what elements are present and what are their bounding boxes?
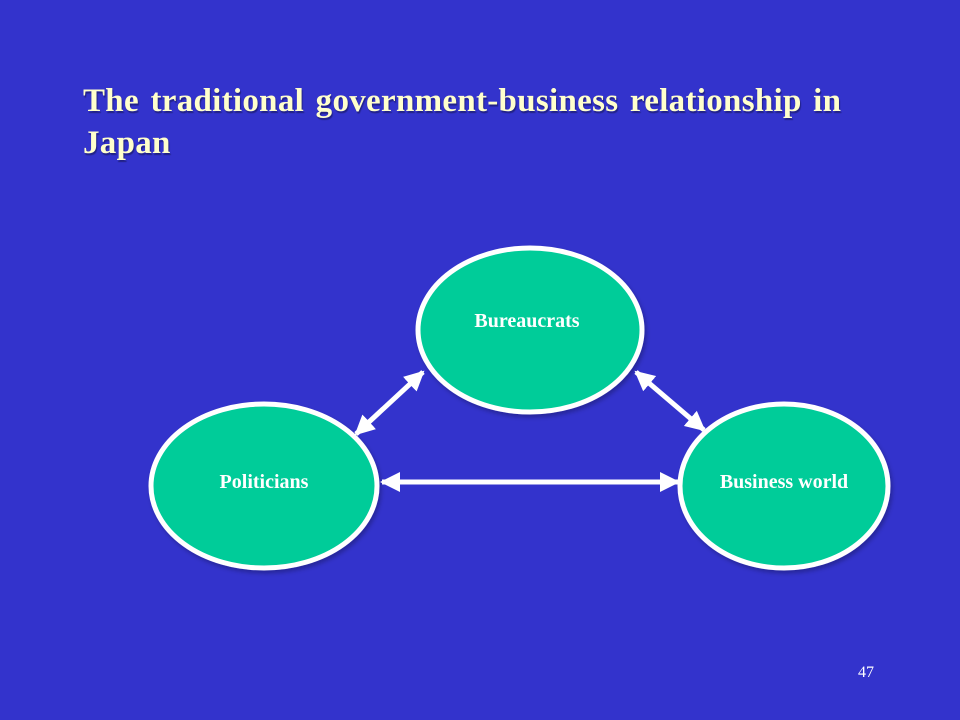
slide-title: The traditional government-business rela… xyxy=(83,83,842,161)
arrow-politicians-bureaucrats xyxy=(354,370,425,436)
node-politicians-shape xyxy=(148,401,380,571)
node-business-world-shape xyxy=(677,401,891,571)
node-politicians-label: Politicians xyxy=(220,471,309,493)
node-bureaucrats-shape xyxy=(415,245,645,415)
node-bureaucrats: Bureaucrats xyxy=(415,245,645,415)
page-number: 47 xyxy=(858,664,874,681)
node-politicians: Politicians xyxy=(148,401,380,571)
node-business-world: Business world xyxy=(677,401,891,571)
arrow-bureaucrats-business-world xyxy=(634,370,706,432)
node-business-world-label: Business world xyxy=(720,471,848,493)
node-bureaucrats-label: Bureaucrats xyxy=(474,310,579,332)
